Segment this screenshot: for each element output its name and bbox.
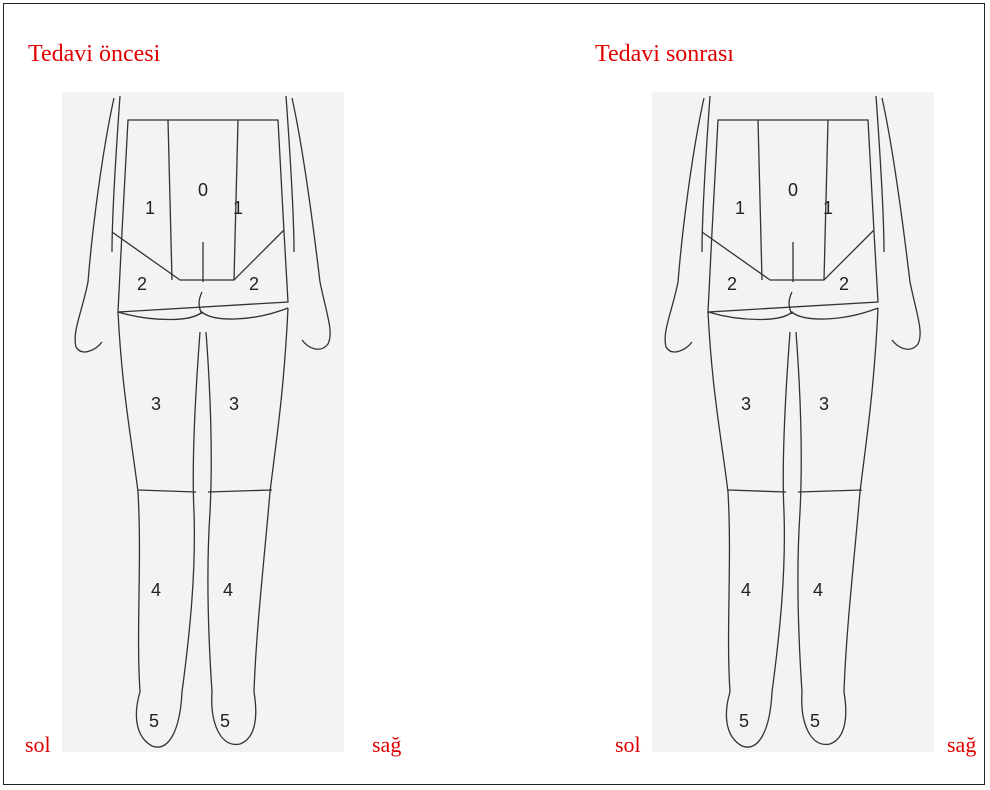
body-diagram-after: 1 0 1 2 2 3 3 4 4 5 5 xyxy=(652,92,934,752)
body-outline-after: 1 0 1 2 2 3 3 4 4 5 5 xyxy=(652,92,934,752)
zone-foot-left-label: 5 xyxy=(149,711,159,731)
zone-back-center-label: 0 xyxy=(198,180,208,200)
zone-buttock-right-label: 2 xyxy=(839,274,849,294)
zone-thigh-left-label: 3 xyxy=(151,394,161,414)
zone-back-center-label: 0 xyxy=(788,180,798,200)
left-side-label-after: sol xyxy=(615,734,641,756)
zone-buttock-left-label: 2 xyxy=(137,274,147,294)
right-side-label-after: sağ xyxy=(947,734,976,756)
zone-calf-left-label: 4 xyxy=(741,580,751,600)
zone-buttock-left-label: 2 xyxy=(727,274,737,294)
right-side-label-before: sağ xyxy=(372,734,401,756)
left-side-label-before: sol xyxy=(25,734,51,756)
zone-calf-left-label: 4 xyxy=(151,580,161,600)
zone-thigh-right-label: 3 xyxy=(819,394,829,414)
panel-title-before: Tedavi öncesi xyxy=(28,42,160,66)
zone-calf-right-label: 4 xyxy=(813,580,823,600)
body-diagram-before: 1 0 1 2 2 3 3 4 4 5 5 xyxy=(62,92,344,752)
zone-buttock-right-label: 2 xyxy=(249,274,259,294)
zone-back-right-label: 1 xyxy=(823,198,833,218)
zone-back-right-label: 1 xyxy=(233,198,243,218)
panel-title-after: Tedavi sonrası xyxy=(595,42,734,66)
zone-back-left-label: 1 xyxy=(735,198,745,218)
zone-back-left-label: 1 xyxy=(145,198,155,218)
body-outline-before: 1 0 1 2 2 3 3 4 4 5 5 xyxy=(62,92,344,752)
zone-foot-right-label: 5 xyxy=(810,711,820,731)
zone-foot-right-label: 5 xyxy=(220,711,230,731)
zone-thigh-right-label: 3 xyxy=(229,394,239,414)
zone-calf-right-label: 4 xyxy=(223,580,233,600)
zone-thigh-left-label: 3 xyxy=(741,394,751,414)
zone-foot-left-label: 5 xyxy=(739,711,749,731)
